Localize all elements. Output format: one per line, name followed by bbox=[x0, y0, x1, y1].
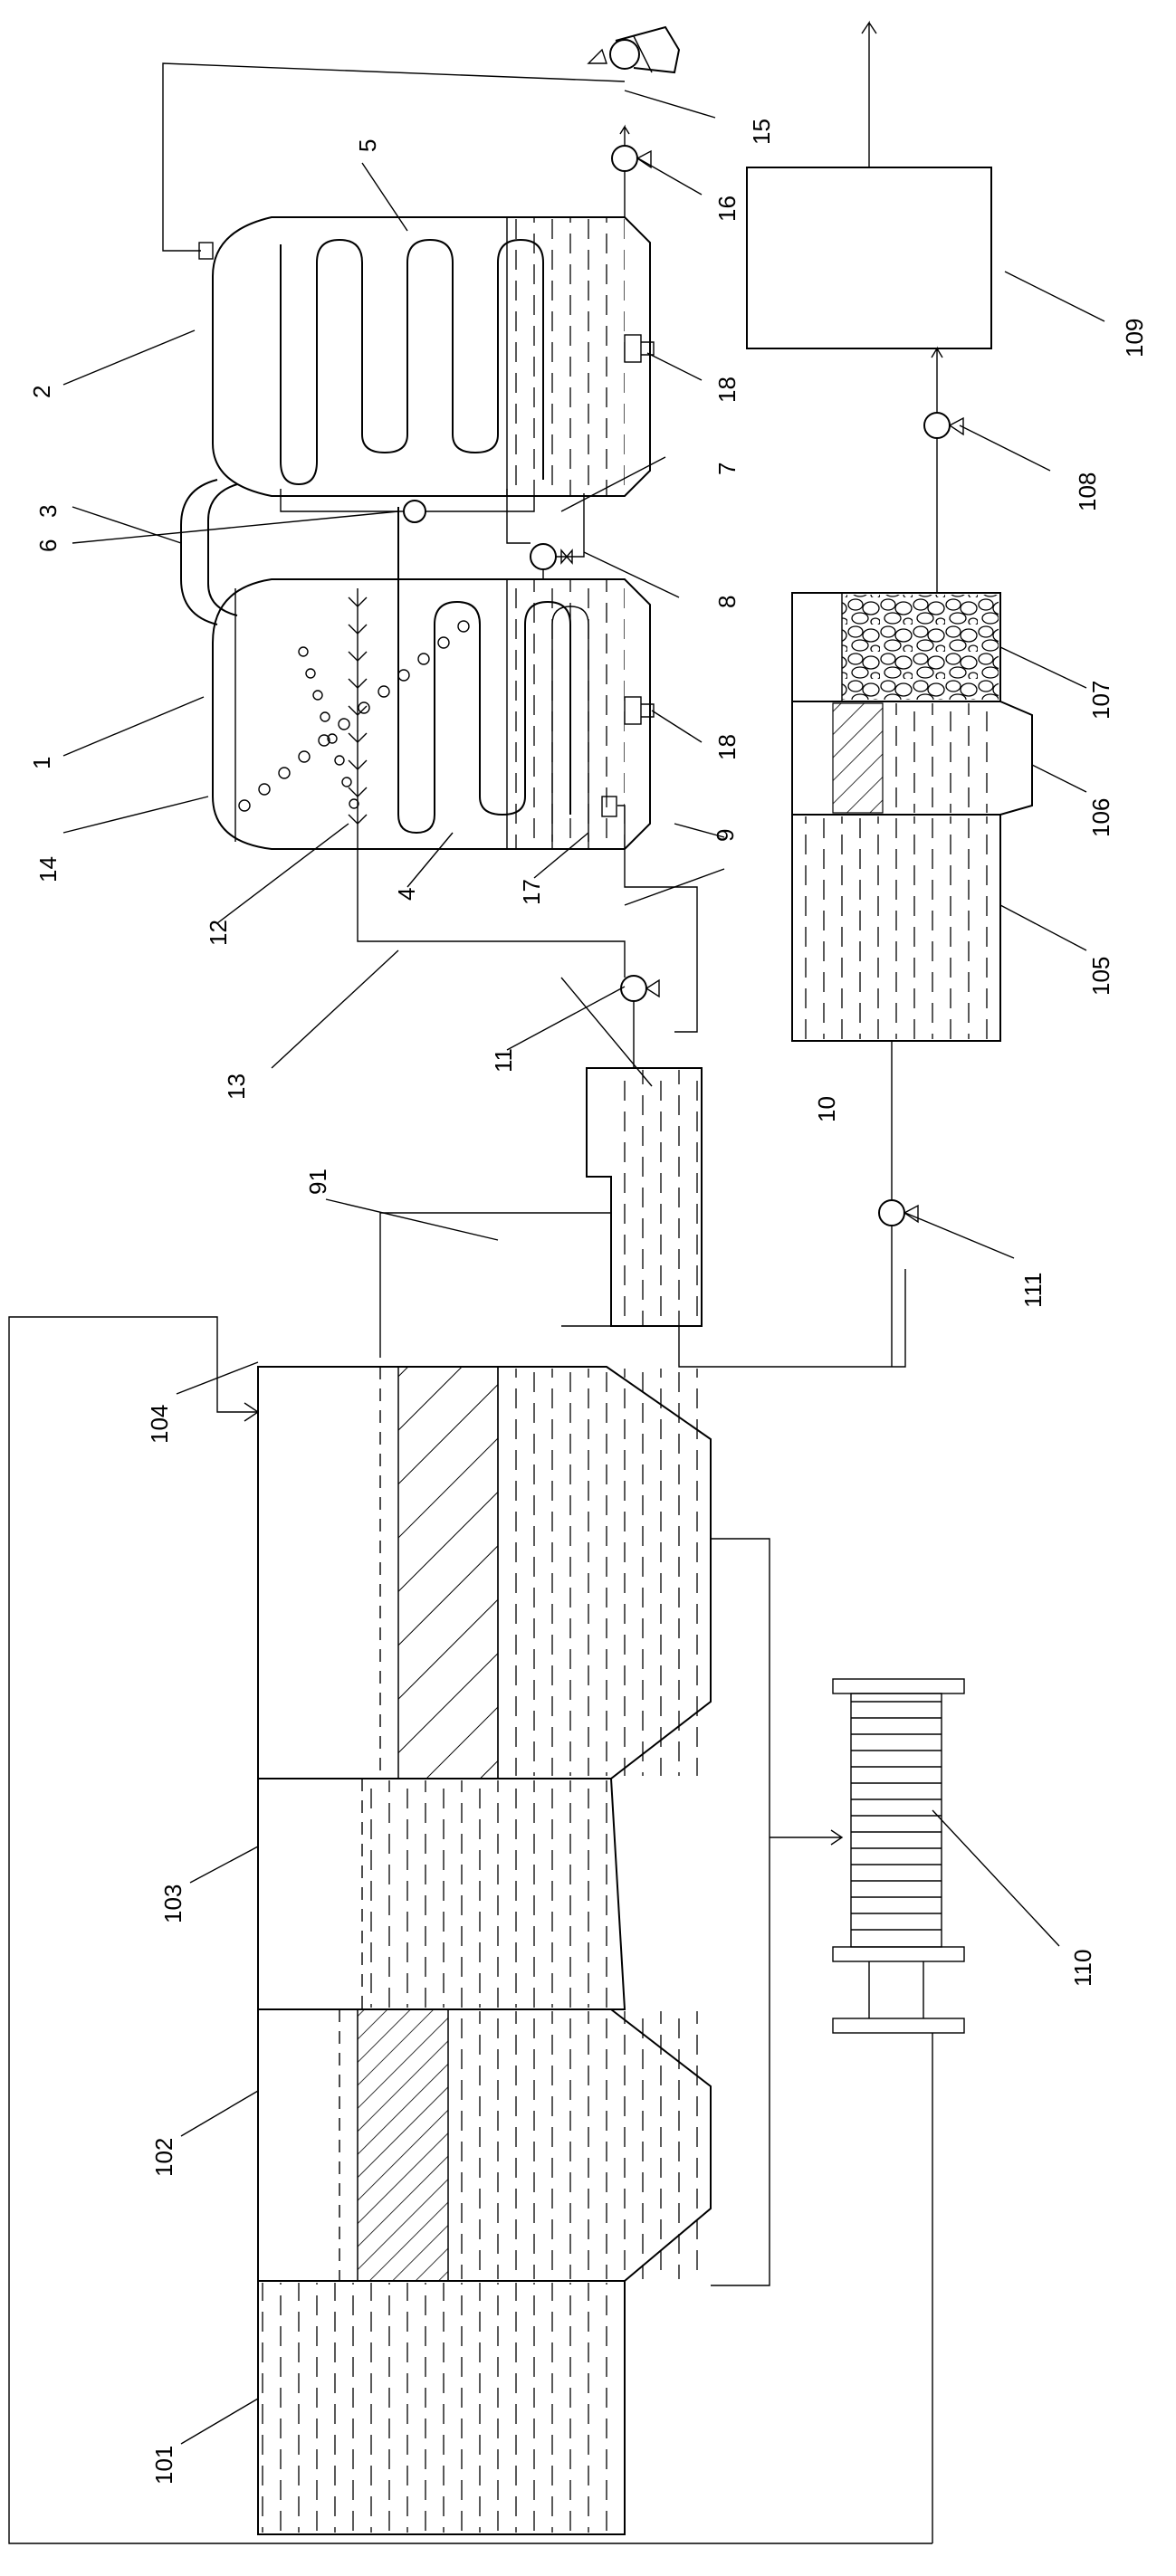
pump-7 bbox=[530, 543, 557, 570]
label-13: 13 bbox=[223, 1073, 250, 1100]
label-8: 8 bbox=[713, 596, 741, 608]
label-11: 11 bbox=[490, 1048, 517, 1073]
tank-107 bbox=[791, 592, 1001, 702]
tank-101 bbox=[257, 2280, 626, 2535]
label-109: 109 bbox=[1121, 319, 1148, 358]
label-110: 110 bbox=[1069, 1950, 1096, 1987]
coil-17 bbox=[551, 606, 589, 842]
leader-lines bbox=[62, 90, 1105, 2445]
pipe-3 bbox=[180, 479, 218, 625]
vessel-1 bbox=[212, 578, 651, 850]
tank-104 bbox=[257, 1366, 712, 1779]
label-106: 106 bbox=[1087, 798, 1114, 837]
unit-109 bbox=[746, 167, 992, 349]
tank-106 bbox=[791, 701, 1033, 816]
nozzle-18-lower bbox=[624, 696, 655, 725]
label-105: 105 bbox=[1087, 957, 1114, 996]
label-15: 15 bbox=[748, 119, 775, 145]
tank-102 bbox=[257, 2008, 712, 2282]
label-3: 3 bbox=[34, 505, 62, 518]
pump-108 bbox=[923, 412, 951, 439]
pump-6 bbox=[403, 500, 426, 523]
label-101: 101 bbox=[150, 2446, 177, 2485]
label-2: 2 bbox=[28, 386, 55, 398]
valve-8 bbox=[560, 549, 573, 565]
tank-10 bbox=[561, 1067, 703, 1327]
label-18-lower: 18 bbox=[713, 734, 741, 760]
coil-5 bbox=[280, 238, 544, 486]
label-91: 91 bbox=[304, 1169, 331, 1195]
label-18-upper: 18 bbox=[713, 377, 741, 403]
label-108: 108 bbox=[1074, 472, 1101, 511]
pump-11 bbox=[620, 975, 647, 1002]
label-7: 7 bbox=[713, 463, 741, 475]
label-1: 1 bbox=[28, 757, 55, 769]
label-17: 17 bbox=[518, 879, 545, 905]
label-103: 103 bbox=[159, 1884, 186, 1923]
spray-nozzles-12 bbox=[348, 588, 368, 842]
nozzle-18-upper bbox=[624, 334, 655, 363]
label-6: 6 bbox=[34, 539, 62, 552]
label-16: 16 bbox=[713, 196, 741, 222]
pump-111 bbox=[878, 1199, 905, 1226]
label-104: 104 bbox=[146, 1405, 173, 1444]
label-9: 9 bbox=[712, 829, 739, 842]
pump-16 bbox=[611, 145, 638, 172]
label-12: 12 bbox=[205, 920, 232, 946]
label-102: 102 bbox=[150, 2138, 177, 2177]
label-107: 107 bbox=[1087, 681, 1114, 720]
filter-press-110 bbox=[832, 1678, 965, 2543]
label-group: 2 3 6 5 7 8 1 14 12 4 17 18 9 13 11 10 9… bbox=[28, 119, 1148, 2485]
tank-105 bbox=[791, 814, 1001, 1042]
vessel-2 bbox=[198, 216, 651, 497]
coil-4 bbox=[397, 507, 571, 835]
label-5: 5 bbox=[354, 139, 381, 152]
label-10: 10 bbox=[813, 1096, 840, 1122]
label-4: 4 bbox=[393, 888, 420, 901]
label-111: 111 bbox=[1019, 1272, 1047, 1308]
tank-103 bbox=[257, 1778, 626, 2010]
label-14: 14 bbox=[34, 856, 62, 883]
filter-15 bbox=[587, 25, 681, 74]
